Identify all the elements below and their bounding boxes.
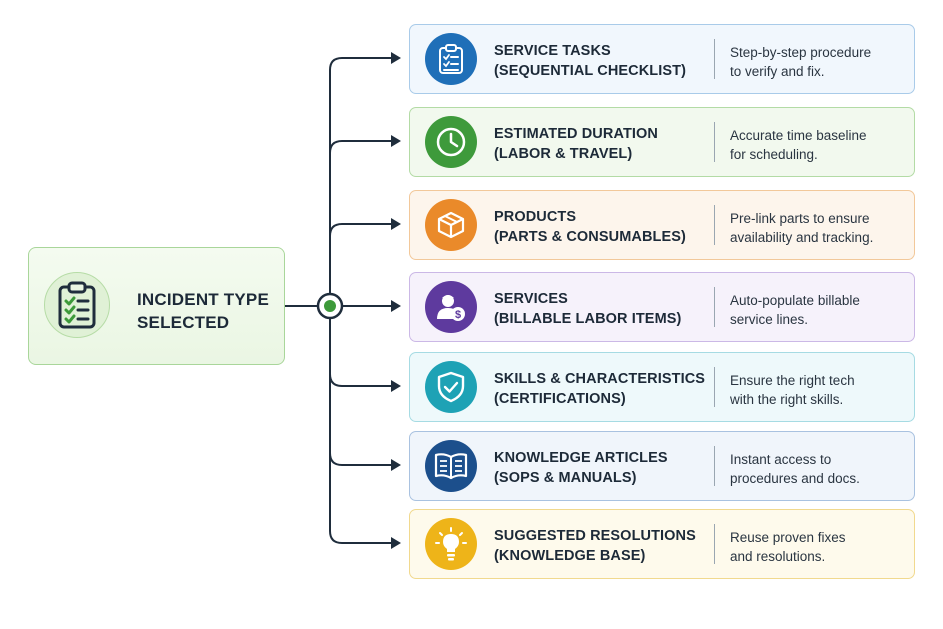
- card-desc-line2: service lines.: [730, 312, 809, 327]
- card-service-tasks: SERVICE TASKS (SEQUENTIAL CHECKLIST) Ste…: [409, 24, 915, 94]
- card-estimated-duration: ESTIMATED DURATION (LABOR & TRAVEL) Accu…: [409, 107, 915, 177]
- hub-node-dot: [324, 300, 336, 312]
- card-desc-line1: Pre-link parts to ensure: [730, 211, 870, 226]
- card-title: KNOWLEDGE ARTICLES (SOPS & MANUALS): [494, 448, 724, 488]
- incident-type-title: INCIDENT TYPE SELECTED: [137, 288, 282, 334]
- incident-type-title-line2: SELECTED: [137, 313, 230, 332]
- card-title-line1: ESTIMATED DURATION: [494, 126, 658, 142]
- incident-type-card: INCIDENT TYPE SELECTED: [28, 247, 285, 365]
- card-description: Auto-populate billable service lines.: [730, 291, 910, 329]
- card-divider: [714, 287, 715, 327]
- card-services: $ SERVICES (BILLABLE LABOR ITEMS) Auto-p…: [409, 272, 915, 342]
- card-title-line1: KNOWLEDGE ARTICLES: [494, 450, 668, 466]
- lightbulb-icon: [425, 518, 477, 570]
- card-desc-line1: Ensure the right tech: [730, 373, 855, 388]
- open-book-icon: [425, 440, 477, 492]
- incident-type-title-line1: INCIDENT TYPE: [137, 290, 270, 309]
- connector-branch: [329, 373, 393, 387]
- card-desc-line1: Reuse proven fixes: [730, 530, 846, 545]
- card-title-line2: (LABOR & TRAVEL): [494, 146, 633, 162]
- card-title: SERVICE TASKS (SEQUENTIAL CHECKLIST): [494, 41, 724, 81]
- connector-branch: [329, 57, 393, 71]
- card-description: Pre-link parts to ensure availability an…: [730, 209, 910, 247]
- arrowhead: [391, 459, 401, 471]
- clipboard-checklist-icon: [44, 272, 110, 338]
- svg-text:$: $: [455, 309, 461, 321]
- connector-branch: [329, 140, 393, 154]
- package-box-icon: [425, 199, 477, 251]
- arrowhead: [391, 135, 401, 147]
- card-title-line1: SERVICES: [494, 291, 568, 307]
- card-desc-line2: availability and tracking.: [730, 230, 874, 245]
- worker-dollar-icon: $: [425, 281, 477, 333]
- card-desc-line1: Instant access to: [730, 452, 832, 467]
- card-title: SKILLS & CHARACTERISTICS (CERTIFICATIONS…: [494, 369, 724, 409]
- card-desc-line2: for scheduling.: [730, 147, 818, 162]
- card-description: Ensure the right tech with the right ski…: [730, 371, 910, 409]
- card-description: Instant access to procedures and docs.: [730, 450, 910, 488]
- arrowhead: [391, 52, 401, 64]
- card-description: Accurate time baseline for scheduling.: [730, 126, 910, 164]
- clock-icon: [425, 116, 477, 168]
- card-divider: [714, 524, 715, 564]
- hub-node: [316, 292, 344, 320]
- card-divider: [714, 205, 715, 245]
- card-title-line1: SKILLS & CHARACTERISTICS: [494, 371, 706, 387]
- connector-branch: [329, 452, 393, 466]
- card-title: SERVICES (BILLABLE LABOR ITEMS): [494, 289, 724, 329]
- arrowhead: [391, 218, 401, 230]
- card-title-line2: (PARTS & CONSUMABLES): [494, 229, 686, 245]
- card-title-line1: SERVICE TASKS: [494, 43, 611, 59]
- card-desc-line2: with the right skills.: [730, 392, 844, 407]
- card-title-line2: (CERTIFICATIONS): [494, 391, 626, 407]
- card-title-line1: SUGGESTED RESOLUTIONS: [494, 528, 696, 544]
- arrowhead: [391, 380, 401, 392]
- card-title-line2: (BILLABLE LABOR ITEMS): [494, 311, 682, 327]
- card-desc-line1: Step-by-step procedure: [730, 45, 872, 60]
- card-description: Reuse proven fixes and resolutions.: [730, 528, 910, 566]
- card-knowledge-articles: KNOWLEDGE ARTICLES (SOPS & MANUALS) Inst…: [409, 431, 915, 501]
- card-title-line2: (SEQUENTIAL CHECKLIST): [494, 63, 687, 79]
- card-title-line2: (SOPS & MANUALS): [494, 470, 637, 486]
- card-title: SUGGESTED RESOLUTIONS (KNOWLEDGE BASE): [494, 526, 724, 566]
- shield-check-icon: [425, 361, 477, 413]
- card-title: ESTIMATED DURATION (LABOR & TRAVEL): [494, 124, 724, 164]
- card-desc-line2: and resolutions.: [730, 549, 826, 564]
- card-desc-line1: Accurate time baseline: [730, 128, 867, 143]
- card-title-line2: (KNOWLEDGE BASE): [494, 548, 646, 564]
- card-skills-characteristics: SKILLS & CHARACTERISTICS (CERTIFICATIONS…: [409, 352, 915, 422]
- clipboard-list-icon: [425, 33, 477, 85]
- card-title: PRODUCTS (PARTS & CONSUMABLES): [494, 207, 724, 247]
- arrowhead: [391, 300, 401, 312]
- card-description: Step-by-step procedure to verify and fix…: [730, 43, 910, 81]
- card-products: PRODUCTS (PARTS & CONSUMABLES) Pre-link …: [409, 190, 915, 260]
- card-desc-line2: to verify and fix.: [730, 64, 825, 79]
- card-divider: [714, 367, 715, 407]
- card-divider: [714, 446, 715, 486]
- card-desc-line1: Auto-populate billable: [730, 293, 860, 308]
- card-desc-line2: procedures and docs.: [730, 471, 860, 486]
- card-divider: [714, 39, 715, 79]
- card-title-line1: PRODUCTS: [494, 209, 577, 225]
- arrowhead: [391, 537, 401, 549]
- card-divider: [714, 122, 715, 162]
- connector-branch: [329, 530, 393, 544]
- card-suggested-resolutions: SUGGESTED RESOLUTIONS (KNOWLEDGE BASE) R…: [409, 509, 915, 579]
- connector-branch: [329, 223, 393, 237]
